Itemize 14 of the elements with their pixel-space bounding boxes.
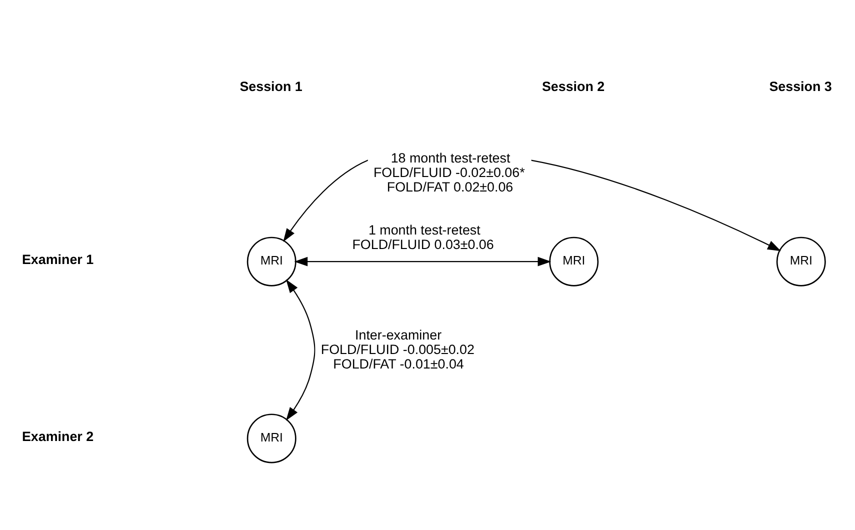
edge-label: 18 month test-retest FOLD/FLUID -0.02±0.06* FOLD/FAT 0.02±0.06 [373, 150, 525, 194]
node-circle: MRI [549, 236, 599, 286]
arrow [294, 256, 552, 266]
label: Session 3 [769, 78, 832, 94]
edge-label: 1 month test-retest FOLD/FLUID 0.03±0.06 [352, 222, 494, 252]
node-circle: MRI [246, 413, 296, 463]
node-circle: MRI [246, 236, 296, 286]
edge-label: Inter-examiner FOLD/FLUID -0.005±0.02 FOLD/FAT -0.01±0.04 [320, 326, 474, 372]
node-circle: MRI [776, 236, 826, 286]
label: Examiner 2 [22, 428, 94, 444]
arrow [286, 278, 316, 420]
label: Session 2 [542, 78, 605, 94]
label: Session 1 [240, 78, 302, 94]
label: Examiner 1 [22, 251, 94, 266]
